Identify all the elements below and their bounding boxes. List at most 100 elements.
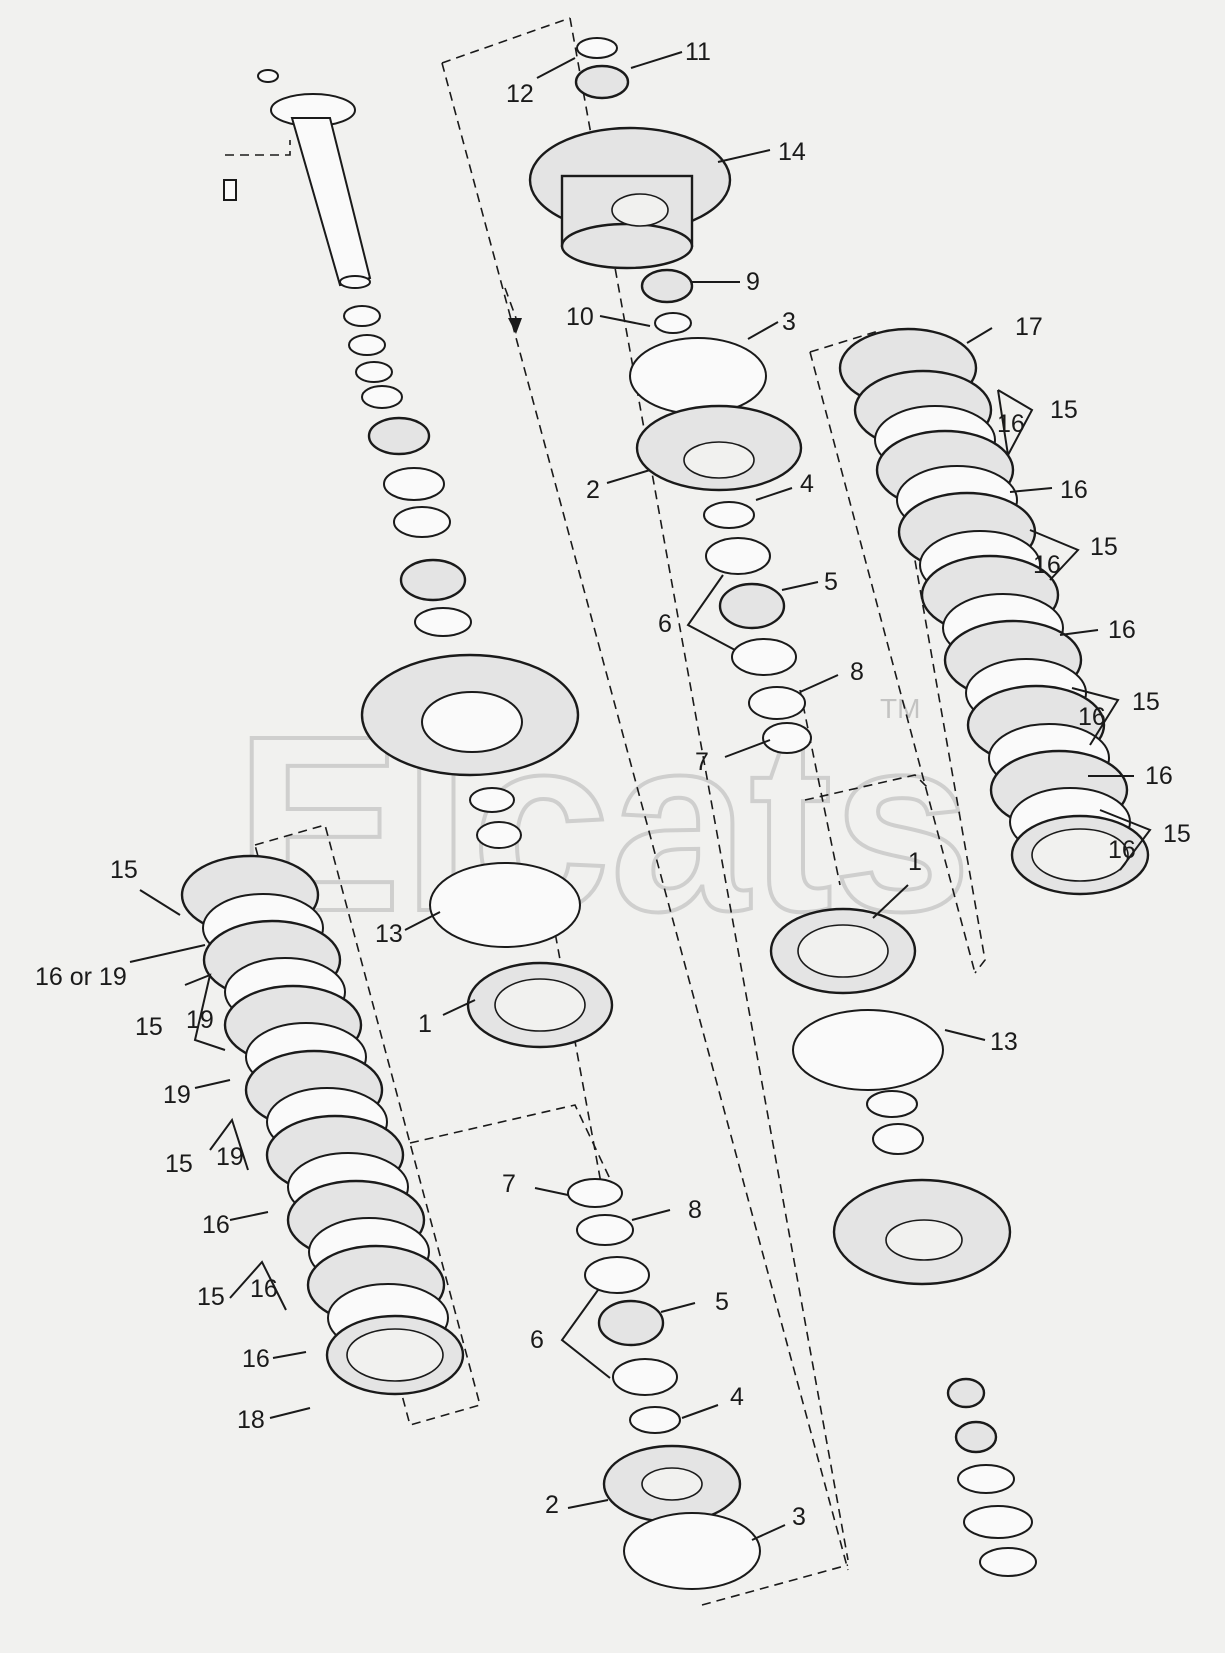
leader-15d [1099,809,1152,871]
callout-16-e: 16 [1078,703,1106,731]
leader-8a [799,674,839,693]
leader-15g [209,1117,249,1171]
leader-15h [229,1260,287,1311]
callout-15-b: 15 [1090,533,1118,561]
bearing-11 [574,64,630,100]
pressure-plate-1-left-bore [494,978,586,1032]
plate-18-bore [346,1328,444,1382]
callout-13-left: 13 [375,920,403,948]
retainer-6a-top [705,537,771,575]
washer-right-1 [866,1090,918,1118]
callout-15-d: 15 [1163,820,1191,848]
callout-6-bottom: 6 [530,1326,544,1354]
plate-r-15-bore [1031,828,1129,882]
callout-1-right: 1 [908,848,922,876]
small-washer-1 [957,1464,1015,1494]
ring-7-top [762,722,812,754]
frame-plates-right [809,330,986,974]
leader-5b [660,1302,696,1313]
leader-17 [966,327,993,344]
callout-16-or-19: 16 or 19 [35,963,127,991]
small-bearing-1 [946,1377,986,1409]
snap-ring-13-right [792,1009,944,1091]
input-shaft-assembly [223,69,614,1049]
leader-15c [1071,687,1120,746]
frame-right-edge [569,17,849,1561]
callout-3-top: 3 [782,308,796,336]
arrow-head [508,318,522,334]
spring-5-bottom [597,1299,665,1347]
leader-1b [442,999,476,1016]
shaft-ring-7 [414,607,472,637]
ring-7-bottom [567,1178,623,1208]
callout-19-c: 19 [216,1143,244,1171]
frame-top-edge [441,17,571,64]
leader-5a [781,581,819,591]
leader-2a [606,469,651,484]
ring-8-top [748,686,806,720]
watermark-tm: TM [880,693,920,724]
leader-16d [1059,629,1099,636]
callout-3-bottom: 3 [792,1503,806,1531]
arrow-dash [504,287,517,319]
leader-6b [560,1289,611,1379]
callout-15-e: 15 [110,856,138,884]
leader-18 [269,1407,311,1419]
callout-15-h: 15 [197,1283,225,1311]
callout-15-f: 15 [135,1013,163,1041]
leader-19b [194,1079,231,1089]
small-parts [946,1377,1037,1577]
callout-18: 18 [237,1406,265,1434]
leader-4b [681,1404,719,1419]
leader-3a [747,321,779,340]
leader-6a [686,574,736,651]
callout-10: 10 [566,303,594,331]
leader-4a [755,487,793,501]
clutch-pack-left [180,854,465,1396]
ring-10 [654,312,692,334]
hub-gear-1-bore [421,691,523,753]
piston-2-top-bore [683,441,755,479]
callout-16-b: 16 [1060,476,1088,504]
callout-5-bottom: 5 [715,1288,729,1316]
leader-7b [534,1187,569,1196]
drum-14-bore [611,193,669,227]
callout-labels: 11 12 14 9 10 3 17 15 16 2 4 16 15 16 5 … [35,38,1191,1531]
callout-16-c: 16 [1033,551,1061,579]
leader-12 [536,57,576,79]
piston-2-bottom-bore [641,1467,703,1501]
leader-13a [404,911,441,931]
frame-link-mid [799,689,841,886]
callout-2-bottom: 2 [545,1491,559,1519]
callout-6-top: 6 [658,610,672,638]
leader-16h [229,1211,269,1221]
leader-13b [944,1029,986,1041]
ring-8-bottom [576,1214,634,1246]
callout-7-bottom: 7 [502,1170,516,1198]
frame-left-edge [441,62,849,1571]
callout-7-top: 7 [695,748,709,776]
callout-12: 12 [506,80,534,108]
snap-ring-13-left [429,862,581,948]
shaft-end [339,275,371,289]
shaft-bearing-2 [399,558,467,602]
leader-10 [599,315,651,327]
seal-3-bottom [623,1512,761,1590]
callout-16-j: 16 [242,1345,270,1373]
seal-ring-3 [355,361,393,383]
bearing-9 [640,268,694,304]
small-washer-2 [963,1505,1033,1539]
pressure-plate-1-right-bore [797,924,889,978]
callout-1-left: 1 [418,1010,432,1038]
leader-16or19 [129,944,206,963]
retainer-6b-bottom [612,1358,678,1396]
ring-12 [576,37,618,59]
leader-15b [1029,529,1080,581]
seal-3-top [629,337,767,415]
hub-gear-2-bore [885,1219,963,1261]
shaft-bearing-1 [367,416,431,456]
hub-washer-2 [476,821,522,849]
hub-washer-1 [469,787,515,813]
callout-11: 11 [685,38,711,66]
leader-15a [997,389,1034,456]
